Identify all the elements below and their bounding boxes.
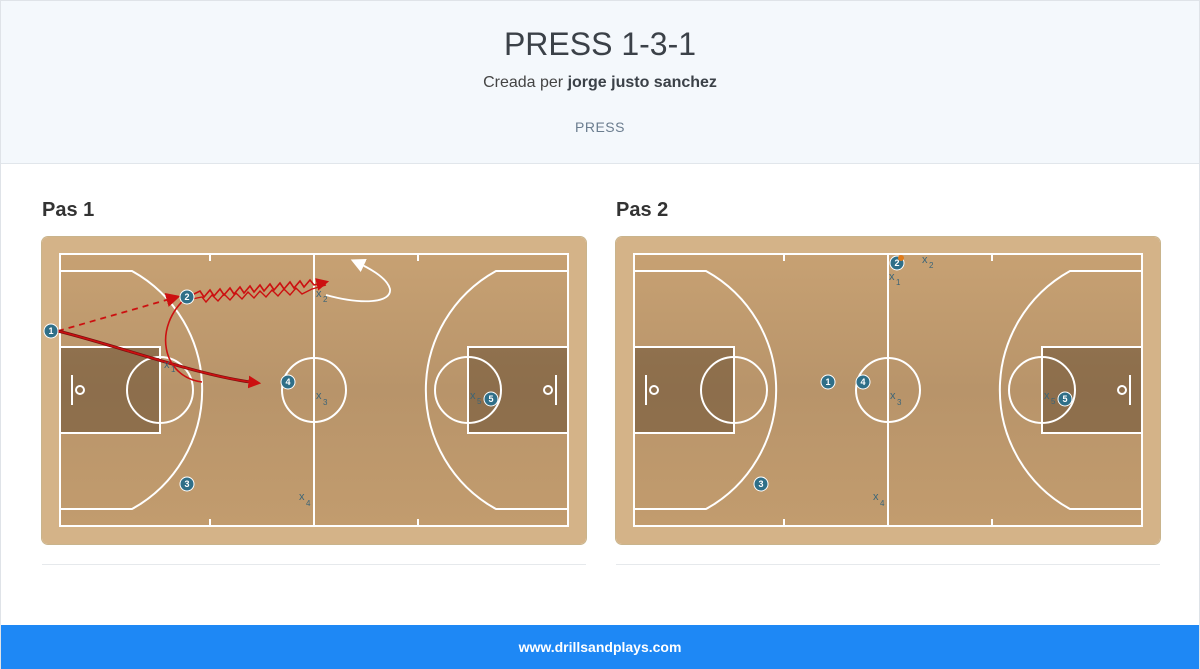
- svg-text:5: 5: [477, 397, 482, 406]
- svg-text:4: 4: [860, 377, 865, 387]
- svg-text:3: 3: [323, 398, 328, 407]
- svg-text:1: 1: [896, 278, 901, 287]
- step-1-title: Pas 1: [42, 199, 95, 221]
- svg-text:x: x: [316, 390, 322, 402]
- offense-players-2: 1 2 3 4 5: [753, 255, 1073, 492]
- screen-path: [164, 296, 203, 383]
- player-3[interactable]: 3: [753, 476, 769, 492]
- player-3[interactable]: 3: [179, 476, 195, 492]
- cut-arrow: [57, 330, 262, 389]
- play-actions-1: [57, 258, 391, 389]
- player-1[interactable]: 1: [820, 374, 836, 390]
- svg-text:x: x: [890, 390, 896, 402]
- svg-text:1: 1: [48, 326, 53, 336]
- svg-text:x: x: [889, 271, 895, 283]
- author-name: jorge justo sanchez: [567, 74, 717, 91]
- svg-text:2: 2: [894, 258, 899, 268]
- player-5[interactable]: 5: [1057, 391, 1073, 407]
- defender-cut-arrow: [325, 258, 391, 303]
- player-4[interactable]: 4: [855, 374, 871, 390]
- player-1[interactable]: 1: [43, 323, 59, 339]
- svg-text:5: 5: [488, 394, 493, 404]
- ball[interactable]: [898, 255, 904, 261]
- player-5[interactable]: 5: [483, 391, 499, 407]
- dribble-arrow-2: [191, 284, 327, 304]
- footer: www.drillsandplays.com: [1, 625, 1199, 669]
- player-2[interactable]: 2: [179, 289, 195, 305]
- svg-text:x: x: [1044, 390, 1050, 402]
- page-header: PRESS 1-3-1 Creada per jorge justo sanch…: [1, 1, 1199, 164]
- offense-players-1: 1 2 3 4 5: [43, 289, 499, 492]
- court-lines: [633, 253, 1143, 527]
- svg-text:1: 1: [825, 377, 830, 387]
- footer-link[interactable]: www.drillsandplays.com: [518, 639, 682, 655]
- author-prefix: Creada per: [483, 74, 564, 91]
- svg-text:x: x: [873, 491, 879, 503]
- svg-text:x: x: [922, 254, 928, 266]
- svg-text:3: 3: [184, 479, 189, 489]
- step-2-divider: [616, 564, 1160, 565]
- step-1-divider: [42, 564, 586, 565]
- player-4[interactable]: 4: [280, 374, 296, 390]
- svg-text:4: 4: [306, 499, 311, 508]
- step-2-title: Pas 2: [616, 199, 669, 221]
- defender-3[interactable]: x3: [316, 390, 328, 407]
- svg-text:2: 2: [929, 261, 934, 270]
- defender-4[interactable]: x4: [299, 491, 311, 508]
- svg-text:5: 5: [1062, 394, 1067, 404]
- svg-text:x: x: [316, 288, 322, 300]
- svg-text:3: 3: [758, 479, 763, 489]
- svg-text:1: 1: [171, 365, 176, 374]
- svg-text:2: 2: [184, 292, 189, 302]
- svg-text:4: 4: [285, 377, 290, 387]
- svg-text:3: 3: [897, 398, 902, 407]
- svg-text:x: x: [299, 491, 305, 503]
- svg-text:4: 4: [880, 499, 885, 508]
- defender-3[interactable]: x3: [890, 390, 902, 407]
- svg-text:x: x: [164, 359, 170, 371]
- category-tag[interactable]: PRESS: [575, 119, 625, 135]
- svg-text:2: 2: [323, 295, 328, 304]
- defender-4[interactable]: x4: [873, 491, 885, 508]
- court-lines: [59, 253, 569, 527]
- svg-text:x: x: [470, 390, 476, 402]
- dribble-arrow-1: [191, 278, 330, 299]
- svg-text:5: 5: [1051, 397, 1056, 406]
- page-title: PRESS 1-3-1: [503, 26, 697, 62]
- pass-arrow: [57, 293, 181, 332]
- author-line: Creada per jorge justo sanchez: [1, 74, 1199, 92]
